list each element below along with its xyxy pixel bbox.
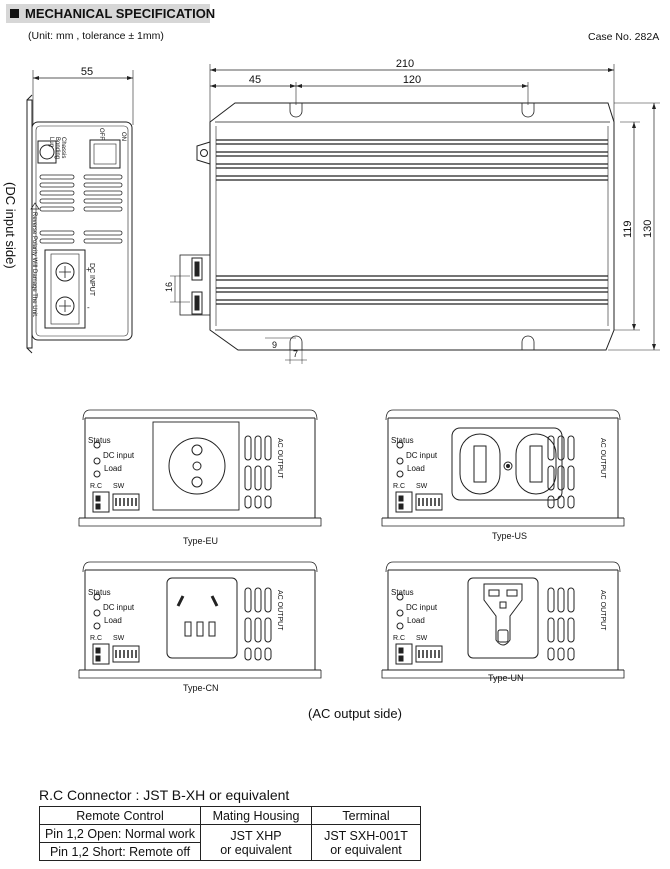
ac-output-label: AC OUTPUT xyxy=(599,438,606,479)
section-header: MECHANICAL SPECIFICATION xyxy=(6,4,215,23)
remote-row-short: Pin 1,2 Short: Remote off xyxy=(39,842,201,861)
rc-label: R.C xyxy=(393,483,406,490)
table-header-row: Remote Control Mating Housing Terminal xyxy=(39,806,421,825)
dc-input-indicator-label: DC input xyxy=(406,603,438,612)
load-label: Load xyxy=(104,464,122,473)
bullet-square-icon xyxy=(10,9,19,18)
type-eu-label: Type-EU xyxy=(183,536,219,546)
status-label: Status xyxy=(391,436,414,445)
mating-housing-cell: JST XHP or equivalent xyxy=(200,824,312,861)
switch-on-label: ON xyxy=(120,132,126,141)
load-label: Load xyxy=(104,616,122,625)
load-label: Load xyxy=(407,616,425,625)
panel-type-eu xyxy=(78,409,322,527)
dc-input-indicator-label: DC input xyxy=(103,603,135,612)
type-cn-label: Type-CN xyxy=(183,683,219,693)
housing-line-1: JST XHP xyxy=(230,828,282,843)
panel-labels: Status DC input Load R.C SW AC OUTPUT Ty… xyxy=(88,436,606,693)
dim-7: 7 xyxy=(293,349,298,359)
sw-label: SW xyxy=(416,483,428,490)
lug-label-3: Lug xyxy=(48,137,54,147)
plus-sign: + xyxy=(86,265,91,274)
terminal-cell: JST SXH-001T or equivalent xyxy=(311,824,421,861)
dc-vent-slots xyxy=(39,174,123,244)
type-us-label: Type-US xyxy=(492,531,528,541)
status-label: Status xyxy=(391,588,414,597)
header-terminal: Terminal xyxy=(311,806,421,825)
minus-sign: - xyxy=(87,303,90,312)
rc-label: R.C xyxy=(393,635,406,642)
dc-input-label: DC INPUT xyxy=(88,263,95,297)
polarity-warning: Reverse Polarity Will Damage The Unit. xyxy=(31,212,37,318)
load-label: Load xyxy=(407,464,425,473)
dc-side-caption: (DC input side) xyxy=(3,182,18,269)
dim-total-210: 210 xyxy=(396,58,414,70)
panel-type-cn xyxy=(78,561,322,679)
header-mating-housing: Mating Housing xyxy=(200,806,312,825)
dim-mid-120: 120 xyxy=(403,74,421,86)
lug-label-2: Bonding xyxy=(54,137,60,159)
dc-input-indicator-label: DC input xyxy=(406,451,438,460)
dc-terminal-block xyxy=(44,249,86,329)
dim-9: 9 xyxy=(272,340,277,350)
section-title: MECHANICAL SPECIFICATION xyxy=(25,6,216,21)
panel-type-us xyxy=(381,409,625,527)
dc-side-view: 55 Chassis Bonding Lug ON OFF xyxy=(26,66,134,354)
dim-119: 119 xyxy=(622,220,634,238)
terminal-line-2: or equivalent xyxy=(330,842,402,857)
dim-130: 130 xyxy=(642,220,654,238)
remote-row-open: Pin 1,2 Open: Normal work xyxy=(39,824,201,843)
dc-input-indicator-label: DC input xyxy=(103,451,135,460)
case-number: Case No. 282A xyxy=(588,31,660,43)
panel-type-un xyxy=(381,561,625,679)
warning-triangle-icon xyxy=(30,202,40,210)
rc-connector-table: Remote Control Mating Housing Terminal P… xyxy=(39,806,421,861)
svg-text:ON: ON xyxy=(120,132,126,141)
svg-text:Chassis Bonding Lu: Chassis Bonding Lug xyxy=(48,137,66,161)
dim-width-55: 55 xyxy=(81,66,93,78)
top-view: 210 45 120 xyxy=(164,58,660,364)
unit-note: (Unit: mm , tolerance ± 1mm) xyxy=(28,30,164,42)
table-row: Pin 1,2 Short: Remote off xyxy=(39,842,421,861)
status-label: Status xyxy=(88,436,111,445)
dim-16: 16 xyxy=(164,282,174,292)
power-switch xyxy=(89,139,121,169)
type-un-label: Type-UN xyxy=(488,673,524,683)
switch-off-label: OFF xyxy=(98,128,104,140)
ac-output-label: AC OUTPUT xyxy=(599,590,606,631)
rc-connector-title: R.C Connector : JST B-XH or equivalent xyxy=(39,787,290,803)
sw-label: SW xyxy=(416,635,428,642)
status-label: Status xyxy=(88,588,111,597)
sw-label: SW xyxy=(113,483,125,490)
svg-text:OFF: OFF xyxy=(98,128,104,140)
ac-output-label: AC OUTPUT xyxy=(276,438,283,479)
rc-label: R.C xyxy=(90,635,103,642)
housing-line-2: or equivalent xyxy=(220,842,292,857)
lug-label-1: Chassis xyxy=(60,137,66,158)
rc-label: R.C xyxy=(90,483,103,490)
ac-side-caption: (AC output side) xyxy=(308,706,402,721)
header-remote-control: Remote Control xyxy=(39,806,201,825)
dim-left-45: 45 xyxy=(249,74,261,86)
mechanical-drawing: 55 Chassis Bonding Lug ON OFF xyxy=(3,58,660,679)
terminal-line-1: JST SXH-001T xyxy=(324,828,408,843)
ac-output-label: AC OUTPUT xyxy=(276,590,283,631)
sw-label: SW xyxy=(113,635,125,642)
table-row: Pin 1,2 Open: Normal work JST XHP or equ… xyxy=(39,824,421,861)
